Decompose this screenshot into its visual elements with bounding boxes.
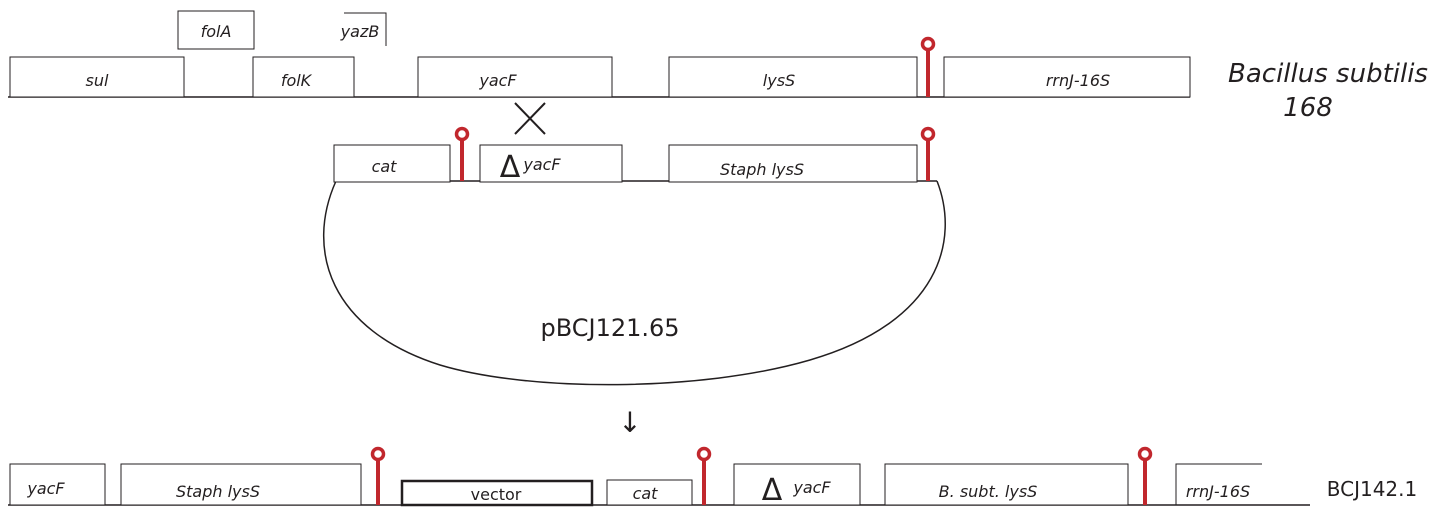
gene-box-partial [344,12,387,46]
gene-rrnJ-16S: rrnJ-16S [1175,463,1262,505]
gene-staph-lysS: Staph lysS [120,463,362,506]
gene-box [417,56,613,98]
delta-icon: Δ [500,150,521,185]
gene-yacF: yacF [417,56,613,98]
gene-label: sul [86,71,109,90]
delta-icon: Δ [762,473,783,507]
gene-box [9,56,185,98]
gene-box [884,463,1129,506]
gene-rrnJ-16S: rrnJ-16S [943,56,1191,98]
gene-box [733,463,861,506]
gene-label: cat [372,157,398,176]
crossover-icon [514,102,546,135]
gene-yacF-remnant: yacF [9,463,106,506]
gene-label: yacF [26,479,65,498]
gene-box [668,56,918,98]
plasmid-circle [323,180,946,386]
gene-lysS: lysS [668,56,918,98]
gene-yazB: yazB [340,12,387,46]
gene-delta-yacF: Δ yacF [733,463,861,507]
gene-box [177,10,255,50]
gene-folK: folK [252,56,355,98]
gene-label: Staph lysS [720,160,804,179]
terminator-hairpin-icon [370,446,386,505]
gene-cat: cat [333,144,451,183]
gene-label: rrnJ-16S [1186,482,1250,501]
gene-label: lysS [763,71,795,90]
gene-delta-yacF: Δ yacF [479,144,623,185]
gene-cat: cat [606,479,693,506]
gene-bsubt-lysS: B. subt. lysS [884,463,1129,506]
gene-box [606,479,693,506]
top-locus: sul folA folK yazB yacF lysS rr [8,10,1428,123]
gene-box [120,463,362,506]
gene-label: yacF [478,71,517,90]
gene-box [252,56,355,98]
terminator-hairpin-icon [696,446,712,505]
gene-sul: sul [9,56,185,98]
result-locus: yacF Staph lysS vector cat Δ yacF [8,446,1418,507]
vector-box [400,479,594,507]
gene-label: cat [633,484,659,503]
organism-strain: 168 [1283,93,1333,123]
gene-label: yazB [340,22,380,41]
terminator-hairpin-icon [920,126,936,181]
gene-box [668,144,918,183]
gene-label: folK [281,71,313,90]
terminator-hairpin-icon [454,126,470,181]
gene-label: folA [201,22,232,41]
gene-box [943,56,1191,98]
plasmid-name: pBCJ121.65 [540,314,679,342]
organism-name: Bacillus subtilis [1228,59,1428,89]
gene-staph-lysS: Staph lysS [668,144,918,183]
gene-box [333,144,451,183]
gene-label: yacF [792,478,831,497]
gene-label: B. subt. lysS [939,482,1038,501]
gene-box [479,144,623,183]
vector-segment: vector [400,479,594,507]
gene-label: Staph lysS [176,482,260,501]
strain-name: BCJ142.1 [1327,477,1418,501]
vector-label: vector [471,485,522,504]
down-arrow-icon: ↓ [618,406,641,439]
gene-box [9,463,106,506]
gene-box-partial [1175,463,1262,505]
gene-folA: folA [177,10,255,50]
terminator-hairpin-icon [1137,446,1153,505]
gene-label: rrnJ-16S [1046,71,1110,90]
gene-label: yacF [522,155,561,174]
terminator-hairpin-icon [920,36,936,97]
plasmid: cat Δ yacF Staph lysS pBCJ121.65 [323,126,946,386]
